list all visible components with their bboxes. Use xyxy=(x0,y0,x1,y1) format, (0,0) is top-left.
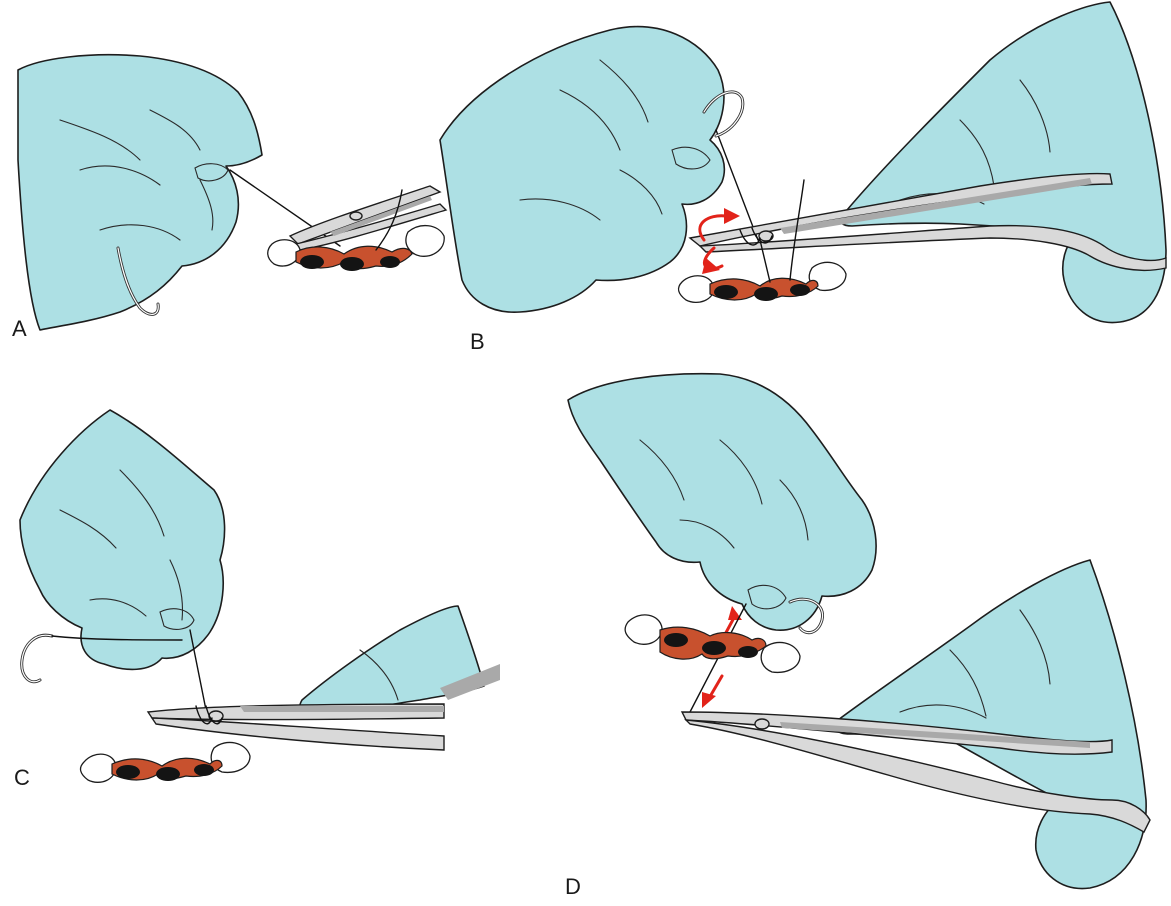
panel-b-wound xyxy=(677,179,847,303)
panel-a xyxy=(17,54,448,331)
panel-d-upper-hand xyxy=(567,372,877,631)
panel-c-needle-holder xyxy=(146,703,445,751)
panel-b xyxy=(439,1,1167,324)
panel-c-left-hand xyxy=(19,409,226,671)
panel-c-needle xyxy=(20,633,54,684)
panel-d-wound xyxy=(624,614,801,674)
panel-a-needle-holder xyxy=(288,185,448,251)
panel-label-b: B xyxy=(470,329,485,354)
panel-b-rotation-arrow xyxy=(698,208,740,274)
panel-label-d: D xyxy=(565,874,581,899)
panel-a-wound xyxy=(267,189,445,271)
panel-c-wound xyxy=(79,741,251,783)
panel-b-left-hand xyxy=(439,25,726,313)
panel-c-right-hand xyxy=(298,605,485,720)
panel-label-c: C xyxy=(14,765,30,790)
panel-d-needle-holder xyxy=(680,711,1151,833)
panel-c xyxy=(19,409,500,783)
panel-d xyxy=(567,372,1151,890)
panel-a-left-hand xyxy=(17,54,263,331)
panel-label-a: A xyxy=(12,316,27,341)
panel-b-right-hand xyxy=(839,1,1167,324)
panel-b-needle-holder xyxy=(688,172,1167,271)
